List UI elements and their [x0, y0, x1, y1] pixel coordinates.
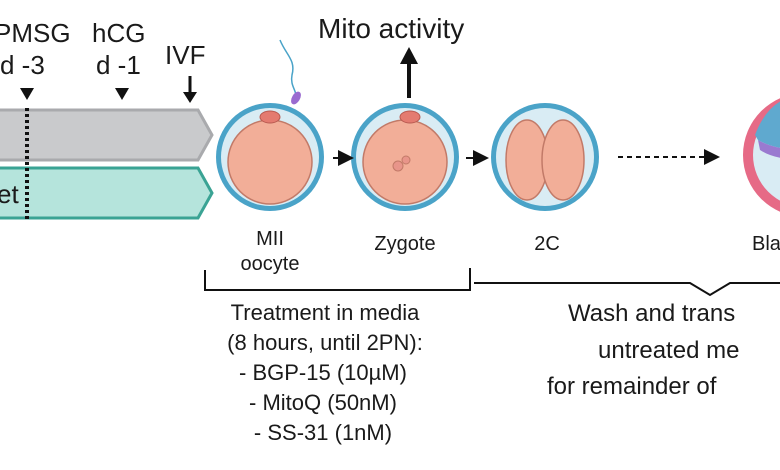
- ivf-arrow-icon: [183, 76, 197, 103]
- treatment-line-3: - BGP-15 (10µM): [239, 360, 407, 385]
- treatment-bracket: [204, 268, 471, 291]
- treatment-line-2: (8 hours, until 2PN):: [227, 330, 423, 355]
- stage-label-blastocyst: Bla: [752, 233, 780, 255]
- ivf-label: IVF: [165, 40, 205, 70]
- wash-line-1: Wash and trans: [568, 300, 735, 327]
- pmsg-label: PMSG: [0, 18, 71, 48]
- wash-line-3: for remainder of: [547, 373, 717, 400]
- pmsg-marker-icon: [20, 88, 34, 100]
- hcg-day: d -1: [96, 50, 141, 80]
- teal-timeline-bar: [0, 166, 214, 220]
- treatment-line-1: Treatment in media: [231, 300, 420, 325]
- two-cell-embryo-icon: [491, 103, 599, 211]
- stage-label-mii: MII: [256, 228, 284, 250]
- grey-timeline-bar: [0, 108, 214, 162]
- pmsg-day: d -3: [0, 50, 45, 80]
- stage-label-oocyte: oocyte: [241, 253, 300, 275]
- treatment-line-4: - MitoQ (50nM): [249, 390, 397, 415]
- hcg-marker-icon: [115, 88, 129, 100]
- treatment-line-5: - SS-31 (1nM): [254, 420, 392, 445]
- wash-line-2: untreated me: [598, 337, 739, 364]
- stage-label-2c: 2C: [534, 233, 560, 255]
- sperm-icon: [279, 39, 301, 105]
- mito-activity-label: Mito activity: [318, 13, 464, 44]
- mii-oocyte-icon: [216, 103, 324, 211]
- zygote-icon: [351, 103, 459, 211]
- mito-arrow-icon: [400, 47, 418, 98]
- hcg-label: hCG: [92, 18, 145, 48]
- stage-label-zygote: Zygote: [374, 233, 435, 255]
- blastocyst-icon: [743, 98, 780, 212]
- teal-bar-label: et: [0, 179, 19, 209]
- wash-bracket: [474, 282, 780, 297]
